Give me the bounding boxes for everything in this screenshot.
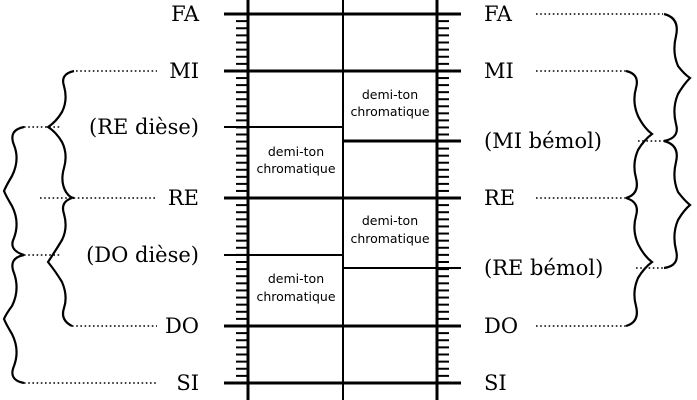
label-left-fa: FA: [171, 2, 200, 26]
label-left-re: RE: [168, 186, 199, 210]
brace-left-re-to-do: [46, 196, 73, 327]
label-right-mi: MI: [484, 59, 514, 83]
label-right-re: RE: [484, 186, 515, 210]
label-left-do: DO: [165, 314, 199, 338]
brace-right-mi-bemol-to-re-bemol: [663, 139, 692, 270]
box-upper-left-line1: demi-ton: [268, 144, 324, 159]
brace-right-re-to-do: [625, 196, 654, 328]
tick-scale-right: [437, 20, 449, 377]
box-lower-right-line1: demi-ton: [362, 213, 418, 228]
brace-right-mi-to-re: [625, 69, 654, 200]
label-right-do: DO: [484, 314, 518, 338]
brace-left-do-diese-to-si: [2, 253, 25, 385]
chromatic-box-lower-left: demi-ton chromatique: [256, 271, 335, 304]
label-right-si: SI: [484, 371, 507, 395]
box-upper-right-line2: chromatique: [350, 104, 429, 119]
label-right-mi-bemol: (MI bémol): [484, 129, 602, 153]
box-upper-right-line1: demi-ton: [362, 87, 418, 102]
chromatic-box-upper-right: demi-ton chromatique: [350, 87, 429, 119]
label-left-si: SI: [176, 371, 199, 395]
label-left-mi: MI: [169, 59, 199, 83]
label-right-re-bemol: (RE bémol): [484, 256, 603, 280]
chromatic-box-upper-left: demi-ton chromatique: [256, 144, 335, 176]
box-lower-left-line1: demi-ton: [268, 271, 324, 286]
label-right-fa: FA: [484, 2, 513, 26]
label-left-re-diese: (RE dièse): [89, 115, 199, 139]
brace-left-re-diese-to-do-diese: [2, 125, 25, 257]
brace-right-fa-to-mi-bemol: [663, 12, 692, 143]
brace-left-mi-to-re: [45, 69, 75, 200]
chromatic-box-lower-right: demi-ton chromatique: [350, 213, 429, 246]
label-left-do-diese: (DO dièse): [86, 243, 199, 267]
tick-scale-left: [236, 20, 248, 377]
box-upper-left-line2: chromatique: [256, 161, 335, 176]
box-lower-left-line2: chromatique: [256, 289, 335, 304]
box-lower-right-line2: chromatique: [350, 231, 429, 246]
